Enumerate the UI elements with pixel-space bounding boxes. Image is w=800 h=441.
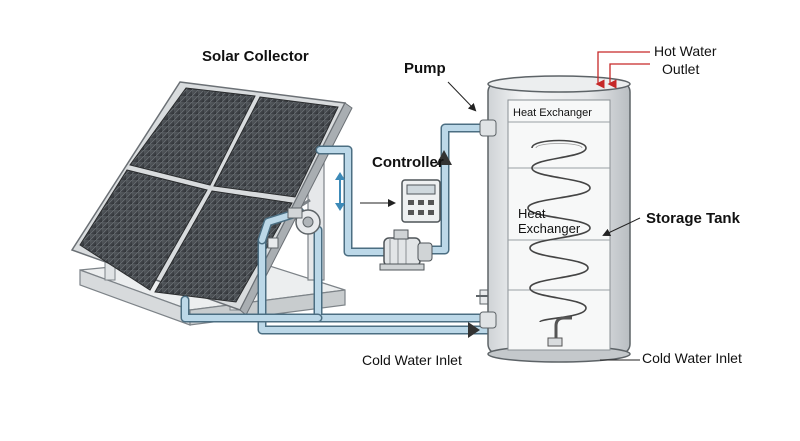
tank-cold-inlet-pipe (547, 316, 572, 347)
solar-collector-panel (70, 81, 353, 316)
hot-water-outlet-arrows (595, 51, 650, 89)
tilt-arrow (335, 172, 345, 211)
leader-lines (360, 81, 641, 361)
label-controller: Controller (372, 154, 444, 171)
label-heat-exchanger-mid-line1: Heat (518, 206, 546, 221)
label-solar-collector: Solar Collector (202, 48, 309, 65)
label-hot-water-line1: Hot Water (654, 43, 717, 59)
pipework (180, 123, 493, 335)
label-hot-water-outlet: Hot Water Outlet (654, 42, 717, 78)
label-hot-water-line2: Outlet (662, 61, 700, 77)
pump (379, 229, 433, 271)
label-pump: Pump (404, 60, 446, 77)
label-storage-tank: Storage Tank (646, 210, 740, 227)
label-heat-exchanger-top: Heat Exchanger (513, 107, 592, 119)
heat-exchanger-coil (527, 139, 591, 323)
label-cold-water-inlet-right: Cold Water Inlet (642, 350, 742, 366)
flow-arrows (436, 150, 480, 338)
valve-fittings (267, 207, 494, 305)
label-heat-exchanger-mid-line2: Exchanger (518, 221, 581, 236)
label-heat-exchanger-mid: Heat Exchanger (518, 206, 580, 236)
label-cold-water-inlet-left: Cold Water Inlet (362, 352, 462, 368)
controller-unit (401, 179, 441, 223)
